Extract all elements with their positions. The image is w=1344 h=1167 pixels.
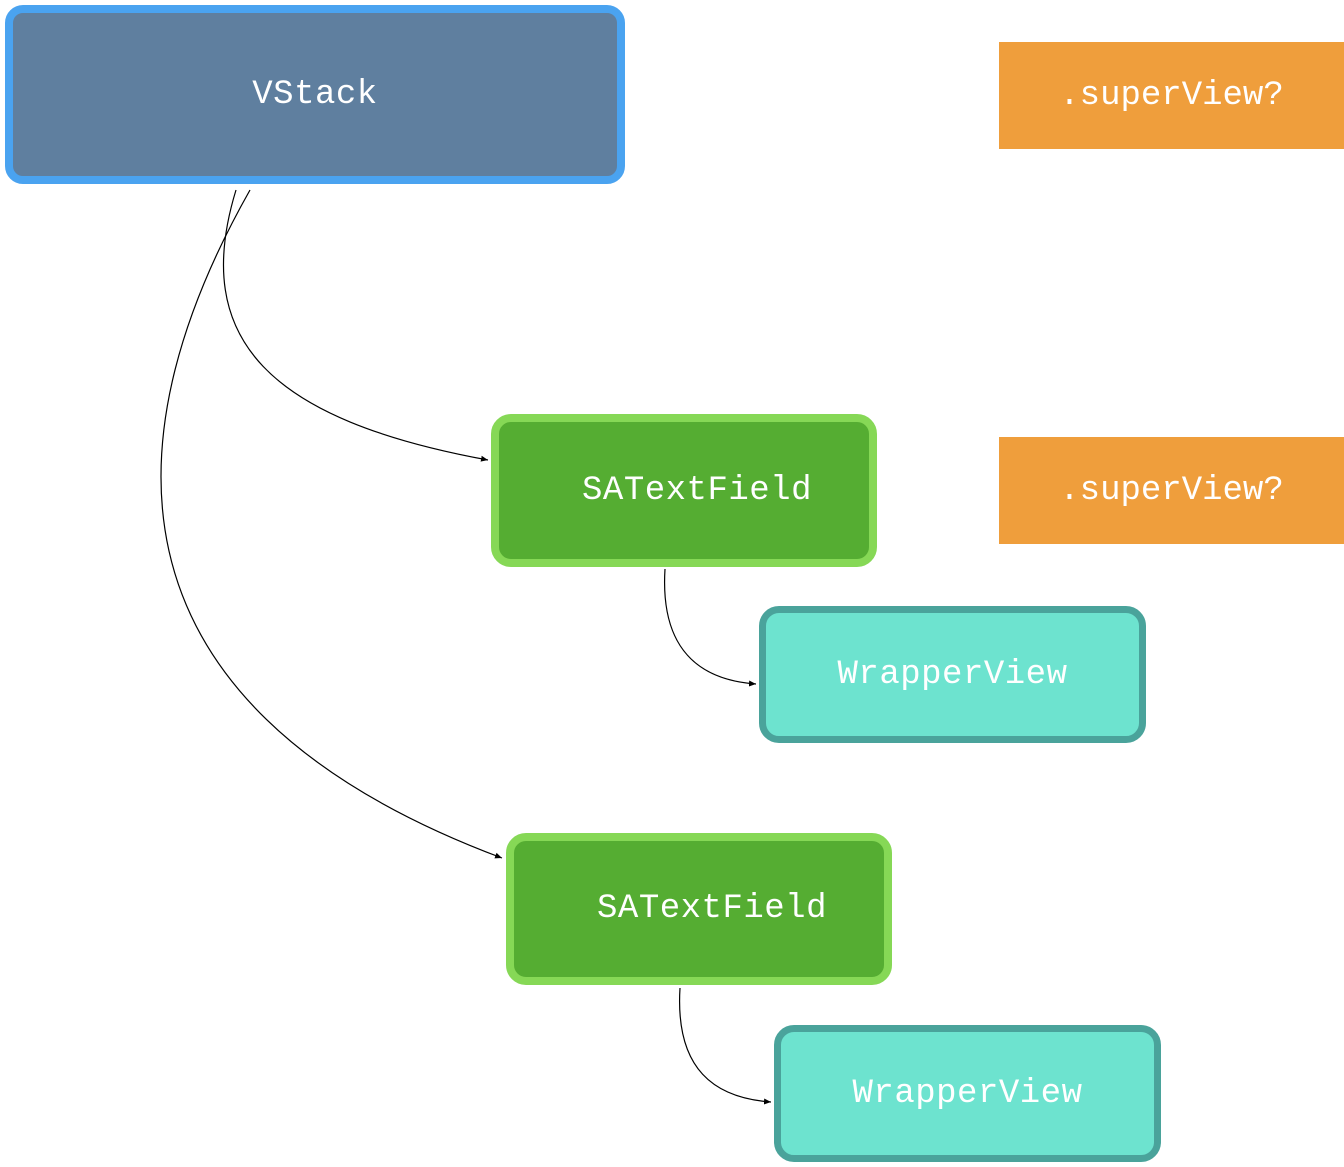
wrapperview-node-1: WrapperView: [759, 606, 1146, 743]
satextfield-node-2: SATextField: [506, 833, 892, 985]
satextfield-node-1-label: SATextField: [582, 471, 812, 510]
edge-satextfield-1-to-wrapperview-1: [664, 568, 757, 687]
satextfield-node-1: SATextField: [491, 414, 877, 567]
wrapperview-node-1-label: WrapperView: [837, 655, 1068, 694]
superview-annotation-1-label: .superView?: [1059, 76, 1284, 115]
superview-annotation-2: .superView?: [999, 437, 1344, 544]
edge-vstack-to-satextfield-1: [222, 189, 489, 462]
edge-vstack-to-satextfield-2: [160, 189, 503, 859]
wrapperview-node-2: WrapperView: [774, 1025, 1161, 1162]
edge-satextfield-2-to-wrapperview-2: [679, 987, 772, 1105]
satextfield-node-2-label: SATextField: [597, 890, 827, 928]
wrapperview-node-2-label: WrapperView: [852, 1074, 1083, 1113]
superview-annotation-2-label: .superView?: [1059, 471, 1284, 510]
vstack-node: VStack: [5, 5, 625, 184]
superview-annotation-1: .superView?: [999, 42, 1344, 149]
vstack-node-label: VStack: [252, 75, 378, 114]
